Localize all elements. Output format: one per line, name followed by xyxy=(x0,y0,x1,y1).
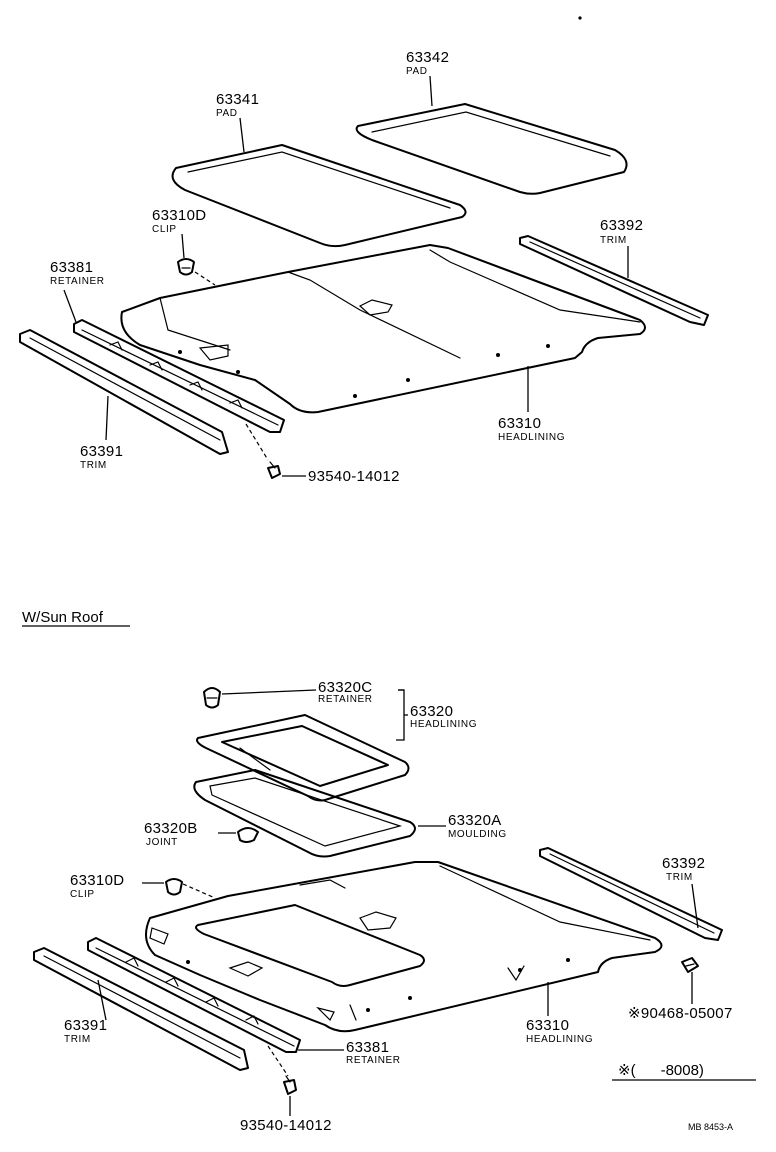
retainer-63381-part xyxy=(73,319,285,461)
trim-63392-lower-name: TRIM xyxy=(666,872,693,883)
retainer-63320c-name: RETAINER xyxy=(318,694,373,705)
trim-63392-name: TRIM xyxy=(600,235,627,246)
pad-63342-number: 63342 xyxy=(406,49,449,66)
headlining-63310-lower-number: 63310 xyxy=(526,1017,569,1034)
pad-63341-part xyxy=(171,144,467,248)
screw-93540-lower-part xyxy=(283,1075,297,1095)
pad-63342-part xyxy=(355,103,628,195)
headlining-63310-lower-name: HEADLINING xyxy=(526,1034,593,1045)
retainer-63320c-part xyxy=(203,687,317,709)
clip-63310d-number: 63310D xyxy=(152,207,206,224)
moulding-63320a-part xyxy=(193,769,416,858)
clip-63310d-part xyxy=(177,258,216,286)
headlining-63310-name: HEADLINING xyxy=(498,432,565,443)
clip-63310d-lower-name: CLIP xyxy=(70,889,95,900)
joint-63320b-name: JOINT xyxy=(146,837,178,848)
moulding-63320a-name: MOULDING xyxy=(448,829,507,840)
clip-63310d-lower-number: 63310D xyxy=(70,872,124,889)
moulding-63320a-number: 63320A xyxy=(448,812,502,829)
headlining-63320-name: HEADLINING xyxy=(410,719,477,730)
trim-63391-lower-part xyxy=(33,947,249,1071)
clip-63310d-lower-part xyxy=(165,878,216,899)
trim-63391-number: 63391 xyxy=(80,443,123,460)
section-title: W/Sun Roof xyxy=(22,609,104,626)
retainer-63320c-number: 63320C xyxy=(318,679,372,696)
trim-63392-lower-part xyxy=(539,847,723,941)
clip-90468-number: ※90468-05007 xyxy=(628,1005,733,1022)
retainer-63381-lower-part xyxy=(87,937,301,1077)
headlining-63320-number: 63320 xyxy=(410,703,453,720)
headlining-63310-number: 63310 xyxy=(498,415,541,432)
joint-63320b-part xyxy=(237,827,259,843)
trim-63391-name: TRIM xyxy=(80,460,107,471)
clip-90468-part xyxy=(681,957,699,973)
screw-93540-lower-number: 93540-14012 xyxy=(240,1117,332,1134)
screw-93540-number: 93540-14012 xyxy=(308,468,400,485)
upper-diagram: 63342 PAD 63341 PAD 63310D CLIP 63392 TR… xyxy=(19,49,709,485)
trim-63392-number: 63392 xyxy=(600,217,643,234)
lower-diagram: 63320C RETAINER 63320 HEADLINING 63320B … xyxy=(33,679,733,1134)
pad-63341-name: PAD xyxy=(216,108,238,119)
trim-63392-part xyxy=(519,235,709,326)
trim-63391-lower-name: TRIM xyxy=(64,1034,91,1045)
retainer-63381-name: RETAINER xyxy=(50,276,105,287)
headlining-63310-part xyxy=(120,244,646,414)
trim-63392-lower-number: 63392 xyxy=(662,855,705,872)
trim-63391-part xyxy=(19,329,229,455)
screw-93540-part xyxy=(267,461,281,479)
pad-63342-name: PAD xyxy=(406,66,428,77)
headlining-63320-part xyxy=(196,714,410,802)
trim-63391-lower-number: 63391 xyxy=(64,1017,107,1034)
retainer-63381-number: 63381 xyxy=(50,259,93,276)
joint-63320b-number: 63320B xyxy=(144,820,198,837)
retainer-63381-lower-number: 63381 xyxy=(346,1039,389,1056)
figure-code: MB 8453-A xyxy=(688,1122,733,1132)
stray-mark xyxy=(578,16,582,20)
footnote: ※( -8008) xyxy=(618,1062,704,1079)
clip-63310d-name: CLIP xyxy=(152,224,177,235)
pad-63341-number: 63341 xyxy=(216,91,259,108)
retainer-63381-lower-name: RETAINER xyxy=(346,1055,401,1066)
headlining-63310-lower-part xyxy=(145,861,663,1033)
